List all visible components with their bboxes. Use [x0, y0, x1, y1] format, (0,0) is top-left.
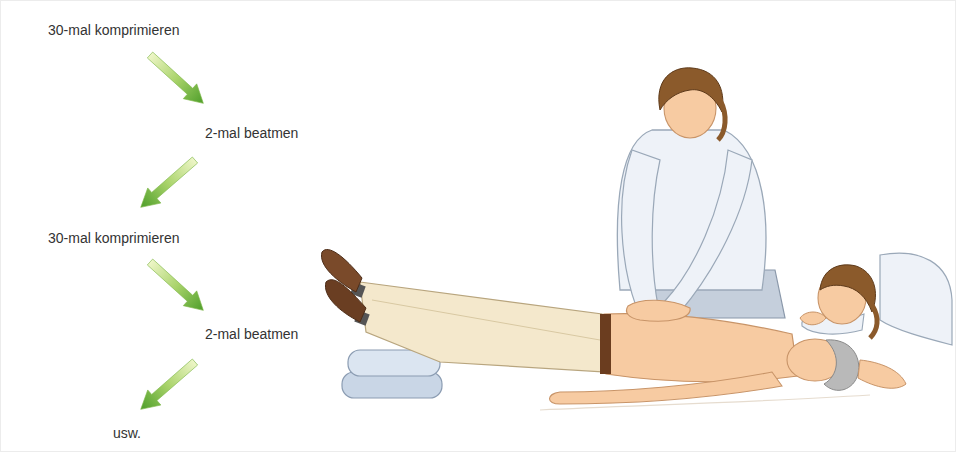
step-label: usw. — [113, 425, 141, 442]
step-label: 2-mal beatmen — [205, 326, 298, 343]
step-label: 30-mal komprimieren — [48, 230, 179, 247]
rescuer-ventilating — [800, 265, 906, 388]
step-label: 2-mal beatmen — [205, 125, 298, 142]
arrow — [143, 48, 210, 111]
ground-line — [540, 395, 870, 410]
rescuer-head — [659, 68, 725, 140]
patient-legs — [321, 250, 606, 372]
arrow — [134, 152, 201, 214]
rescuer-coat — [880, 253, 952, 345]
patient-torso — [604, 314, 798, 382]
patient-head — [787, 339, 859, 390]
rescuer-arms — [622, 150, 752, 321]
arrow — [143, 255, 210, 318]
arrow — [134, 354, 201, 416]
step-label: 30-mal komprimieren — [48, 22, 179, 39]
patient-arm — [550, 372, 783, 404]
belt — [600, 314, 611, 374]
